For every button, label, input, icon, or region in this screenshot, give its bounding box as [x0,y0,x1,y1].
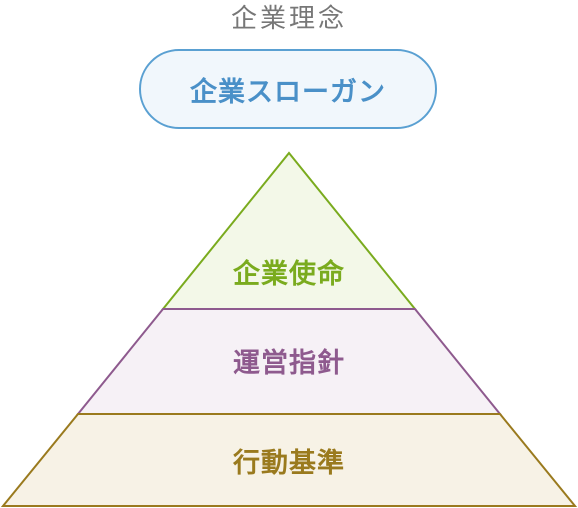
tier-label-middle: 運営指針 [233,347,345,379]
slogan-pill: 企業スローガン [139,49,437,129]
tier-label-top: 企業使命 [233,258,345,290]
tier-label-bottom: 行動基準 [232,447,345,479]
diagram-title: 企業理念 [230,4,347,34]
pyramid-tier-bottom [0,413,578,507]
slogan-label: 企業スローガン [190,76,386,108]
